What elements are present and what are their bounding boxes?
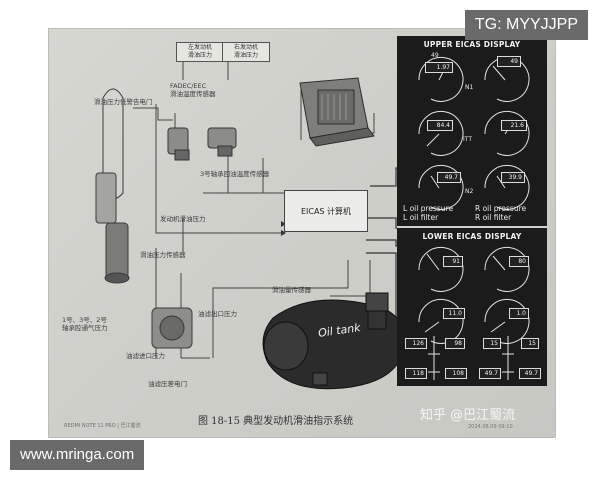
bearing-sensor-label: 3号轴承回油温度传感器 (200, 170, 270, 178)
right-oil-filter-legend: R oil filter (475, 213, 512, 222)
eicas-display-panel: UPPER EICAS DISPLAY 49 1.97 49 N1 84.4 2… (397, 36, 547, 386)
engine-oil-pressure-label: 发动机滑油压力 (160, 215, 206, 223)
bearing-vent-label: 1号、3号、2号 轴承腔通气压力 (62, 316, 108, 332)
n2-label: N2 (465, 188, 474, 195)
itt-label: ITT (463, 136, 472, 143)
oil-tank-illustration (262, 292, 406, 390)
upper-row3-left-readout: 49.7 (437, 172, 461, 183)
pressure-transmitter-label: 滑油压力传感器 (140, 251, 186, 259)
device-watermark: REDMI NOTE 11 PRO | 巴江蜀流 (64, 423, 141, 429)
lower-gauge-1-readout: 91 (443, 256, 463, 267)
lower-gauge-3-readout: 11.0 (443, 308, 465, 319)
upper-row1-top-value: 49 (431, 52, 439, 59)
lower-gauge-4-readout: 1.0 (509, 308, 529, 319)
left-engine-pressure-box: 左发动机 滑油压力 (176, 42, 224, 62)
lower-box-r2-4: 49.7 (519, 368, 541, 379)
upper-gauges (418, 56, 530, 210)
lower-box-r2-1: 118 (405, 368, 427, 379)
left-engine-pressure-label: 左发动机 滑油压力 (187, 44, 212, 59)
lower-box-r1-1: 126 (405, 338, 427, 349)
lower-box-r1-3: 15 (483, 338, 501, 349)
timestamp-watermark: 2024.08.09 09:10 (468, 424, 513, 430)
left-oil-filter-legend: L oil filter (403, 213, 439, 222)
upper-row1-left-readout: 1.97 (425, 62, 453, 73)
right-oil-pressure-legend: R oil pressure (475, 204, 527, 213)
right-engine-pressure-box: 右发动机 滑油压力 (222, 42, 270, 62)
low-pressure-light-label: 滑油压力低警告电门 (94, 98, 153, 106)
left-oil-pressure-legend: L oil pressure (403, 204, 454, 213)
lower-box-r1-4: 15 (521, 338, 539, 349)
figure-caption: 图 18-15 典型发动机滑油指示系统 (198, 416, 354, 427)
tg-watermark: TG: MYYJJPP (464, 10, 588, 40)
photo-frame: 左发动机 滑油压力 右发动机 滑油压力 FADEC/EEC 滑油温度传感器 滑油… (48, 28, 556, 438)
lower-display-title: LOWER EICAS DISPLAY (422, 232, 522, 241)
upper-row2-left-readout: 84.4 (427, 120, 453, 131)
filter-bypass-switch-label: 油滤压差电门 (148, 380, 187, 388)
fadec-unit (299, 77, 375, 147)
oil-qty-sensor-label: 滑油量传感器 (272, 286, 311, 294)
upper-row2-right-readout: 21.6 (501, 120, 527, 131)
sensor-illustration-top (167, 127, 237, 161)
n1-label: N1 (465, 84, 474, 91)
lower-box-r2-3: 49.7 (479, 368, 501, 379)
temp-sensor-label: FADEC/EEC 滑油温度传感器 (170, 82, 216, 98)
eicas-computer-box: EICAS 计算机 (284, 190, 368, 232)
upper-row1-right-readout: 49 (497, 56, 521, 67)
filter-inlet-label: 油滤进口压力 (126, 352, 165, 360)
sensor-illustration-left (95, 88, 193, 349)
lower-bar-indicators (428, 336, 514, 380)
upper-row3-right-readout: 39.9 (501, 172, 525, 183)
url-watermark: www.mringa.com (10, 440, 145, 470)
filter-outlet-label: 油滤出口压力 (198, 310, 237, 318)
upper-display-title: UPPER EICAS DISPLAY (423, 40, 521, 49)
right-engine-pressure-label: 右发动机 滑油压力 (233, 44, 258, 59)
eicas-computer-label: EICAS 计算机 (300, 206, 352, 216)
lower-box-r1-2: 98 (445, 338, 465, 349)
lower-gauge-2-readout: 80 (509, 256, 529, 267)
lower-box-r2-2: 108 (445, 368, 467, 379)
zhihu-watermark: 知乎 @巴江蜀流 (420, 408, 516, 423)
display-separator (397, 226, 547, 228)
